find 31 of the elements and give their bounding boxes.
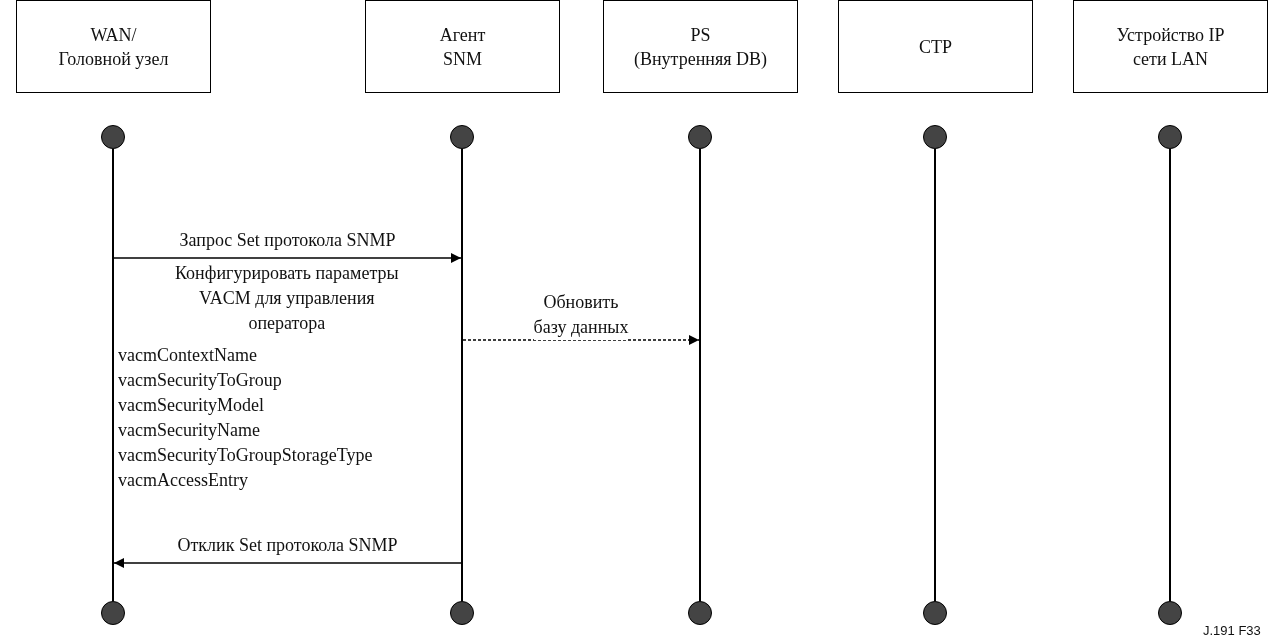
lifeline-end-circle <box>450 601 474 625</box>
lifeline-end-circle <box>1158 125 1182 149</box>
note-text: Конфигурировать параметры VACM для управления оператора <box>175 262 399 335</box>
participant-box: WAN/ Головной узел <box>16 0 211 93</box>
lifeline <box>1169 149 1171 601</box>
lifeline-end-circle <box>450 125 474 149</box>
lifeline <box>934 149 936 601</box>
participant-box: Устройство IP сети LAN <box>1073 0 1268 93</box>
lifeline-end-circle <box>688 601 712 625</box>
lifeline <box>699 149 701 601</box>
figure-number: J.191 F33 <box>1203 622 1261 640</box>
participant-box: CTP <box>838 0 1033 93</box>
lifeline <box>461 149 463 601</box>
message-arrow <box>462 335 700 345</box>
participant-box: Агент SNM <box>365 0 560 93</box>
lifeline-end-circle <box>923 601 947 625</box>
lifeline-end-circle <box>688 125 712 149</box>
parameter-name: vacmSecurityToGroup <box>118 369 282 392</box>
lifeline-end-circle <box>101 601 125 625</box>
parameter-name: vacmContextName <box>118 344 257 367</box>
parameter-name: vacmSecurityName <box>118 419 260 442</box>
parameter-name: vacmAccessEntry <box>118 469 248 492</box>
parameter-name: vacmSecurityToGroupStorageType <box>118 444 373 467</box>
lifeline-end-circle <box>923 125 947 149</box>
participant-box: PS (Внутренняя DB) <box>603 0 798 93</box>
lifeline-end-circle <box>1158 601 1182 625</box>
parameter-name: vacmSecurityModel <box>118 394 264 417</box>
lifeline-end-circle <box>101 125 125 149</box>
message-arrow <box>113 253 462 263</box>
lifeline <box>112 149 114 601</box>
message-arrow <box>113 558 462 568</box>
